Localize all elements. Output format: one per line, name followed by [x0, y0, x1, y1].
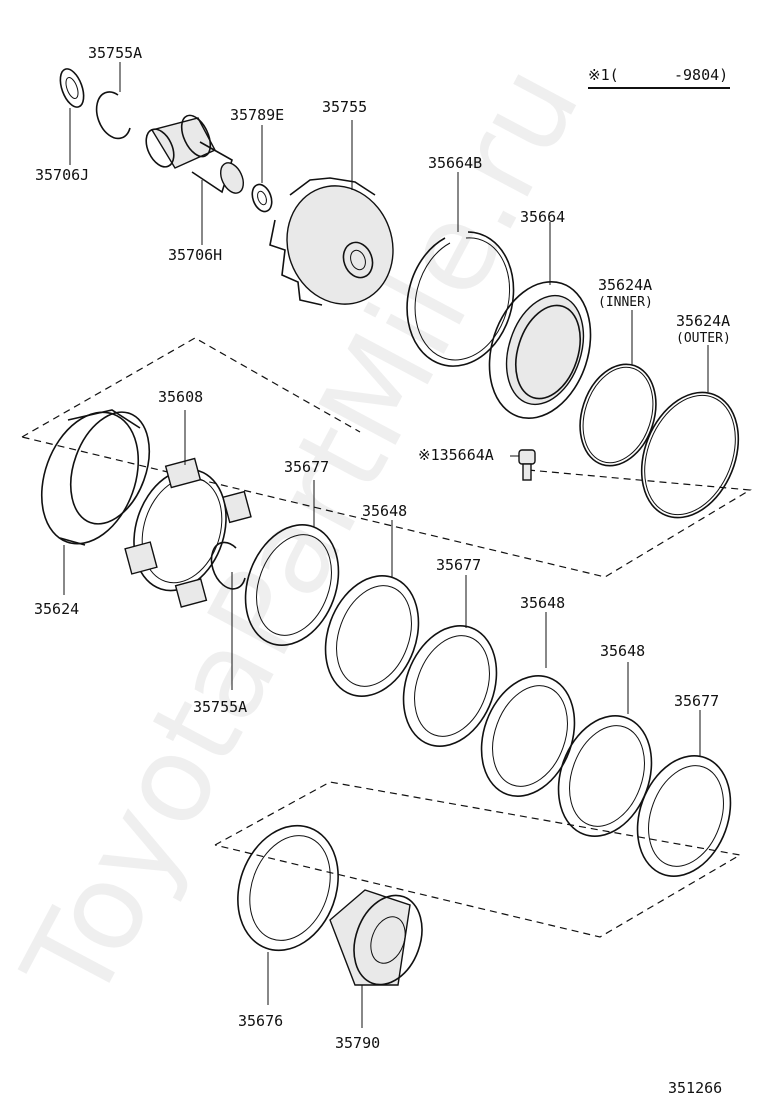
- label-35648-a: 35648: [362, 502, 407, 520]
- part-135664A-bolt[interactable]: [510, 449, 536, 481]
- label-35755: 35755: [322, 98, 367, 116]
- label-35677-a: 35677: [284, 458, 329, 476]
- label-35706J: 35706J: [35, 166, 89, 184]
- subassembly-outline-upper-right: [21, 436, 752, 578]
- part-35608-one-way-clutch[interactable]: [119, 410, 252, 608]
- part-35677-plate-c[interactable]: [621, 710, 746, 889]
- label-35624: 35624: [34, 600, 79, 618]
- label-35755A-bottom: 35755A: [193, 698, 247, 716]
- label-35677-c: 35677: [674, 692, 719, 710]
- part-35755-clutch-drum[interactable]: [269, 120, 409, 319]
- label-outer: (OUTER): [676, 331, 731, 346]
- part-35624A-inner-o-ring[interactable]: [568, 310, 669, 476]
- part-35624-cylinder[interactable]: [24, 399, 163, 595]
- label-35676: 35676: [238, 1012, 283, 1030]
- label-35755A-top: 35755A: [88, 44, 142, 62]
- label-35677-b: 35677: [436, 556, 481, 574]
- subassembly-outline-upper: [21, 337, 361, 438]
- label-135664A: ※135664A: [418, 446, 494, 464]
- part-35648-disc-a[interactable]: [309, 520, 434, 709]
- part-35755A-snap-ring-top[interactable]: [95, 62, 131, 140]
- label-35624A-inner: 35624A: [598, 276, 652, 294]
- label-inner: (INNER): [598, 295, 653, 310]
- legend-symbol: ※1(: [588, 66, 619, 84]
- part-35676-flange[interactable]: [221, 811, 355, 1005]
- part-35706H-shaft[interactable]: [141, 111, 248, 245]
- part-35755A-snap-ring-bottom[interactable]: [210, 541, 246, 690]
- part-35790-hub[interactable]: [329, 886, 434, 1028]
- part-35677-plate-a[interactable]: [229, 480, 354, 658]
- legend: ※1( -9804): [588, 66, 730, 89]
- diagram-id: 351266: [668, 1079, 722, 1097]
- part-35789E-washer[interactable]: [249, 125, 275, 214]
- part-35706J-washer[interactable]: [56, 66, 88, 165]
- subassembly-outline-lower: [214, 781, 742, 938]
- label-35664: 35664: [520, 208, 565, 226]
- part-35677-plate-b[interactable]: [387, 575, 512, 759]
- label-35624A-outer: 35624A: [676, 312, 730, 330]
- label-35706H: 35706H: [168, 246, 222, 264]
- label-35664B: 35664B: [428, 154, 482, 172]
- legend-range: -9804): [674, 66, 728, 84]
- label-35648-b: 35648: [520, 594, 565, 612]
- label-35608: 35608: [158, 388, 203, 406]
- part-35624A-outer-o-ring[interactable]: [624, 345, 756, 532]
- label-35648-c: 35648: [600, 642, 645, 660]
- part-35664B-snap-ring[interactable]: [406, 172, 515, 367]
- part-35648-disc-b[interactable]: [465, 612, 590, 809]
- label-35790: 35790: [335, 1034, 380, 1052]
- part-35664-piston[interactable]: [473, 222, 608, 431]
- label-35789E: 35789E: [230, 106, 284, 124]
